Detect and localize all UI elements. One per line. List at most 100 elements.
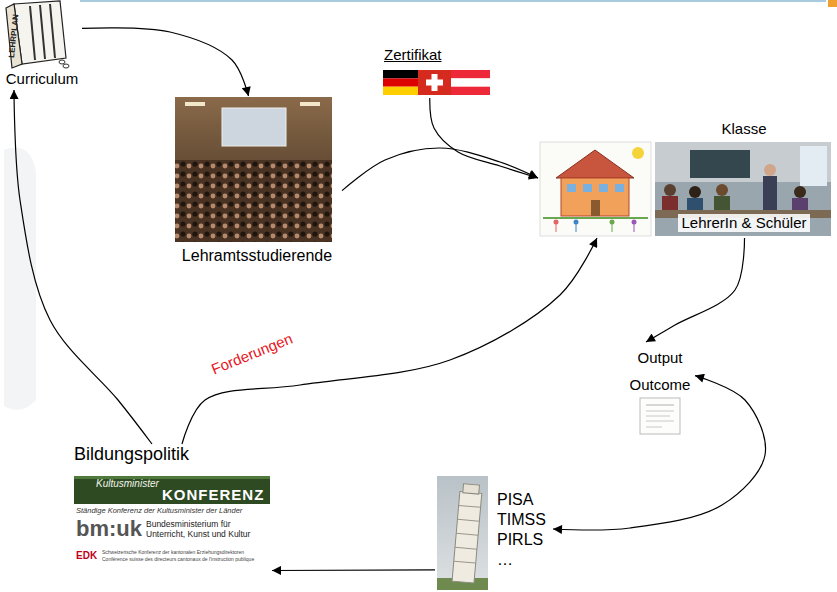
flag-at-stripe [451,78,490,86]
connector-arrow [14,90,152,444]
ceiling-light [185,102,205,106]
child [576,224,577,232]
node-heading: Bildungspolitik [74,444,189,466]
edge-label: Forderungen [207,329,297,379]
output-node: Output Outcome [625,342,695,438]
certificate-paper [640,398,680,434]
child [634,224,635,232]
flag-de-stripe [383,87,418,95]
teacher-head [764,164,776,176]
child [612,224,613,232]
pupil [689,186,701,198]
window [583,184,592,192]
window [615,184,624,192]
logo-text: KONFERENZ [162,486,264,504]
flag-at-stripe [451,70,490,78]
door [591,200,600,216]
certificate-node: Zertifikat [378,46,493,98]
pisa-tower-photo [437,476,488,590]
flag-at-stripe [451,87,490,95]
certificate-line [646,421,674,422]
teacher-body [763,176,777,210]
logo-subtitle: Bundesministerium für Unterricht, Kunst … [146,520,270,540]
school-drawing [540,142,651,236]
pupil [714,196,730,212]
logo-subtitle: Conférence suisse des directeurs cantona… [102,556,254,562]
pupil [664,184,676,196]
class-node: KlasseLehrerIn & Schüler [538,118,833,238]
child [610,220,615,225]
node-caption: Output Outcome [630,344,691,398]
window [567,184,576,192]
tower-band [456,533,478,535]
window [800,146,827,186]
flag-de-stripe [383,70,418,78]
certificate-image [640,398,680,434]
flag-de-stripe [383,78,418,86]
pupil [662,196,678,212]
child [574,220,579,225]
tower [452,484,482,584]
flags [383,70,490,95]
ceiling-light [300,102,320,106]
node-heading: Klasse [721,120,766,138]
connector-arrow [272,569,435,571]
node-caption: Lehramtsstudierende [182,246,332,265]
paper [540,142,651,236]
tower-band [455,547,477,549]
roof [556,150,634,178]
pupil [792,198,808,212]
bar [50,4,55,58]
node-caption: Zertifikat [384,46,442,64]
child [632,220,637,225]
ground [543,217,648,219]
tower-band [457,519,479,521]
audience [175,160,332,242]
connector-arrow [82,28,249,96]
flag-ch-cross [426,80,443,86]
book-cover [14,1,66,64]
pupil [687,198,703,212]
child [556,224,557,232]
students-node: Lehramtsstudierende [172,96,342,268]
header-rule [80,0,826,2]
book-spine [6,4,22,68]
logo-text: bm:uk [76,516,142,542]
hall-wall [175,97,332,242]
logo-subtitle: Ständige Konferenz der Kultusminister de… [76,506,242,515]
lecture-hall-photo [175,97,332,242]
kmk-logo [74,476,270,504]
certificate-line [646,416,670,417]
corner-mark [828,0,837,7]
tower-body [452,491,482,583]
book-title: LEHRPLAN [7,14,21,58]
tower-band [454,561,476,563]
window [599,184,608,192]
pupil [716,184,728,196]
connector-arrow [646,238,745,342]
node-caption: PISA TIMSS PIRLS … [497,490,546,570]
chain-link [63,64,69,68]
node-caption: Curriculum [6,70,79,88]
tower-top [463,484,480,494]
connector-arrow [430,98,538,178]
board [690,150,750,178]
projection-screen [222,108,286,146]
logo-subtitle: Schweizerische Konferenz der kantonalen … [102,549,244,555]
watermark-shape [4,148,36,410]
studies-node: PISA TIMSS PIRLS … [435,478,553,580]
bar [30,6,35,60]
connector-arrow [553,376,766,530]
logo-text: Kultusminister [96,478,159,490]
certificate-line [646,411,674,412]
bar [40,5,45,59]
chain-link [59,60,65,64]
connector-arrow [182,238,597,444]
node-caption: LehrerIn & Schüler [678,214,809,232]
tower-band [459,505,481,507]
classroom-photo [655,142,831,236]
house [561,178,629,216]
certificate-line [646,427,662,428]
